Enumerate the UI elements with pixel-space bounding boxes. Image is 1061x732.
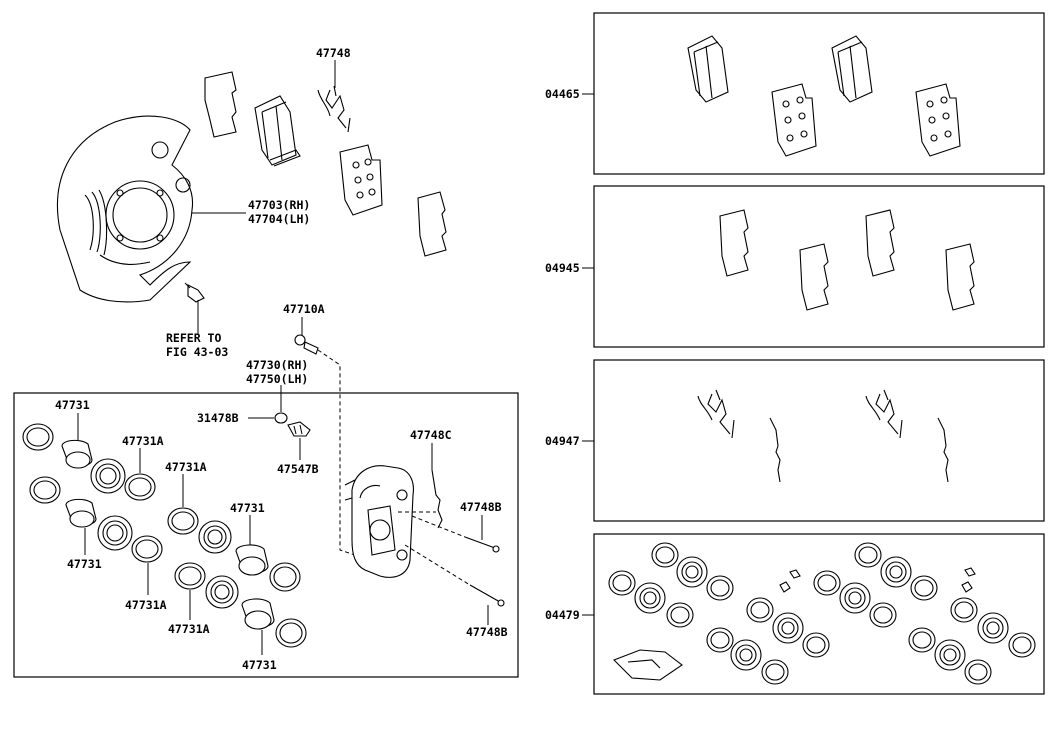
dust-boots[interactable]	[90, 458, 239, 609]
label-kit-04479: 04479	[545, 608, 580, 622]
label-47748B-a: 47748B	[460, 500, 502, 514]
brake-shim-perforated[interactable]	[339, 144, 383, 216]
label-47547B: 47547B	[277, 462, 319, 476]
label-47750-lh: 47750(LH)	[246, 372, 308, 386]
label-kit-04945: 04945	[545, 261, 580, 275]
pad-pin-lower-47748B[interactable]	[469, 584, 505, 607]
brake-pad-upper-left[interactable]	[254, 95, 301, 167]
kit-04947-springs[interactable]	[697, 389, 949, 483]
label-47731A-b: 47731A	[165, 460, 207, 474]
label-47748C: 47748C	[410, 428, 452, 442]
label-47731A-c: 47731A	[125, 598, 167, 612]
label-47704-lh: 47704(LH)	[248, 212, 310, 226]
label-kit-04465: 04465	[545, 87, 580, 101]
bleeder-plug-31478B[interactable]	[274, 412, 288, 424]
kit-box-04465	[593, 12, 1045, 175]
pad-wear-indicator-47748C[interactable]	[431, 469, 443, 529]
kit-04465-pads[interactable]	[687, 35, 961, 157]
piston-seal-rings[interactable]	[22, 423, 307, 648]
caliper-bolt-47710A[interactable]	[294, 334, 319, 355]
brake-shim-upper-left[interactable]	[204, 71, 237, 138]
label-47710A: 47710A	[283, 302, 325, 316]
kit-box-04947	[593, 359, 1045, 522]
label-47731-b: 47731	[230, 501, 265, 515]
label-fig-43-03: FIG 43-03	[166, 345, 228, 359]
label-47748: 47748	[316, 46, 351, 60]
label-47731-a: 47731	[55, 398, 90, 412]
label-kit-04947: 04947	[545, 434, 580, 448]
label-47731-d: 47731	[242, 658, 277, 672]
bleeder-plug-47547B[interactable]	[287, 421, 311, 437]
pistons[interactable]	[61, 439, 275, 630]
piston-seal-kit-box	[13, 392, 519, 678]
pad-pin-upper-47748B[interactable]	[464, 536, 500, 553]
label-47731-c: 47731	[67, 557, 102, 571]
label-47703-rh: 47703(RH)	[248, 198, 310, 212]
label-31478B: 31478B	[197, 411, 239, 425]
kit-box-04479	[593, 533, 1045, 695]
label-47731A-a: 47731A	[122, 434, 164, 448]
label-47731A-d: 47731A	[168, 622, 210, 636]
label-refer-to: REFER TO	[166, 331, 221, 345]
kit-box-04945	[593, 185, 1045, 348]
anti-squeal-spring-47748[interactable]	[317, 85, 351, 133]
brake-shim-lower-right[interactable]	[417, 191, 447, 257]
dust-cover-bolt[interactable]	[184, 282, 205, 303]
kit-04479-seals[interactable]	[608, 542, 1036, 685]
label-47748B-b: 47748B	[466, 625, 508, 639]
label-47730-rh: 47730(RH)	[246, 358, 308, 372]
brake-caliper[interactable]	[344, 465, 414, 578]
kit-04945-shims[interactable]	[719, 209, 975, 311]
dust-cover[interactable]	[56, 115, 194, 303]
